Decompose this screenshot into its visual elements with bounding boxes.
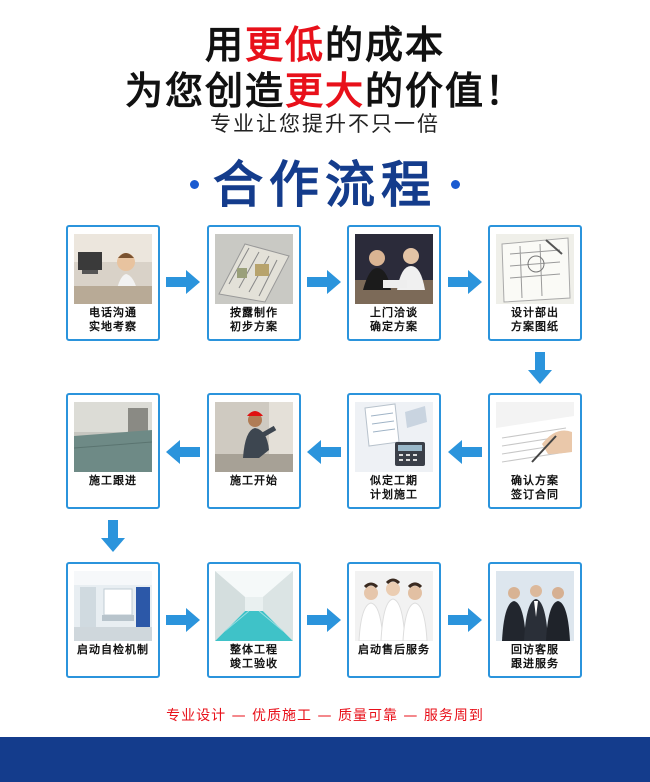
contract-signing-photo [496,402,574,472]
headline-1-highlight: 更低 [244,23,325,67]
step-card-9: 启动自检机制 [66,562,160,678]
headline-line-2: 为您创造更大的价值！ [0,60,650,115]
footer-slogan: 专业设计 — 优质施工 — 质量可靠 — 服务周到 [166,708,484,724]
step-2-label-1: 按露制作 [230,306,278,319]
step-card-11: 启动售后服务 [347,562,441,678]
schedule-planning-photo [355,402,433,472]
arrow-right-icon [307,608,341,632]
step-card-6: 似定工期计划施工 [347,393,441,509]
step-10-label-1: 整体工程 [230,643,278,656]
construction-worker-photo [215,402,293,472]
construction-site-photo [74,402,152,472]
step-4-label-1: 设计部出 [511,306,559,319]
step-card-4: 设计部出方案图纸 [488,225,582,341]
arrow-right-icon [448,608,482,632]
step-card-5: 确认方案签订合同 [488,393,582,509]
arrow-down-icon [528,352,552,384]
arrow-right-icon [166,270,200,294]
headline-1-text-end: 的成本 [325,23,446,67]
step-3-label-1: 上门洽谈 [370,306,418,319]
headline-line-1: 用更低的成本 [0,14,650,69]
step-12-label-1: 回访客服 [511,643,559,656]
step-5-label-2: 签订合同 [511,488,559,501]
step-card-2: 按露制作初步方案 [207,225,301,341]
step-card-1: 电话沟通实地考察 [66,225,160,341]
process-title: 合作流程 [0,145,650,217]
step-11-label-1: 启动售后服务 [358,643,430,656]
title-dot-right [451,180,460,189]
step-card-7: 施工开始 [207,393,301,509]
phone-consultation-photo [74,234,152,304]
step-4-label-2: 方案图纸 [511,320,559,333]
step-card-8: 施工跟进 [66,393,160,509]
step-12-label-2: 跟进服务 [511,657,559,670]
step-10-label-2: 竣工验收 [230,657,278,670]
step-5-label-1: 确认方案 [511,474,559,487]
subheadline: 专业让您提升不只一倍 [210,112,440,136]
title-dot-left [190,180,199,189]
step-card-10: 整体工程竣工验收 [207,562,301,678]
headline-2-text: 为您创造 [124,69,285,113]
arrow-left-icon [448,440,482,464]
step-6-label-2: 计划施工 [370,488,418,501]
meeting-photo [355,234,433,304]
customer-service-team-photo [355,571,433,641]
bottom-bar [0,737,650,782]
completed-corridor-photo [215,571,293,641]
step-7-label-1: 施工开始 [230,474,278,487]
step-1-label-2: 实地考察 [89,320,137,333]
step-2-label-2: 初步方案 [230,320,278,333]
arrow-left-icon [166,440,200,464]
blueprint-photo [496,234,574,304]
step-card-3: 上门洽谈确定方案 [347,225,441,341]
step-card-12: 回访客服跟进服务 [488,562,582,678]
cleanroom-lab-photo [74,571,152,641]
step-1-label-1: 电话沟通 [89,306,137,319]
headline-2-text-end: 的价值！ [365,69,526,113]
step-3-label-2: 确定方案 [370,320,418,333]
business-team-photo [496,571,574,641]
arrow-left-icon [307,440,341,464]
step-9-label-1: 启动自检机制 [77,643,149,656]
process-title-text: 合作流程 [213,156,437,214]
headline-2-highlight: 更大 [284,69,365,113]
arrow-down-icon [101,520,125,552]
step-8-label-1: 施工跟进 [89,474,137,487]
headline-1-text: 用 [204,23,245,67]
step-6-label-1: 似定工期 [370,474,418,487]
3d-model-photo [215,234,293,304]
arrow-right-icon [166,608,200,632]
arrow-right-icon [448,270,482,294]
arrow-right-icon [307,270,341,294]
